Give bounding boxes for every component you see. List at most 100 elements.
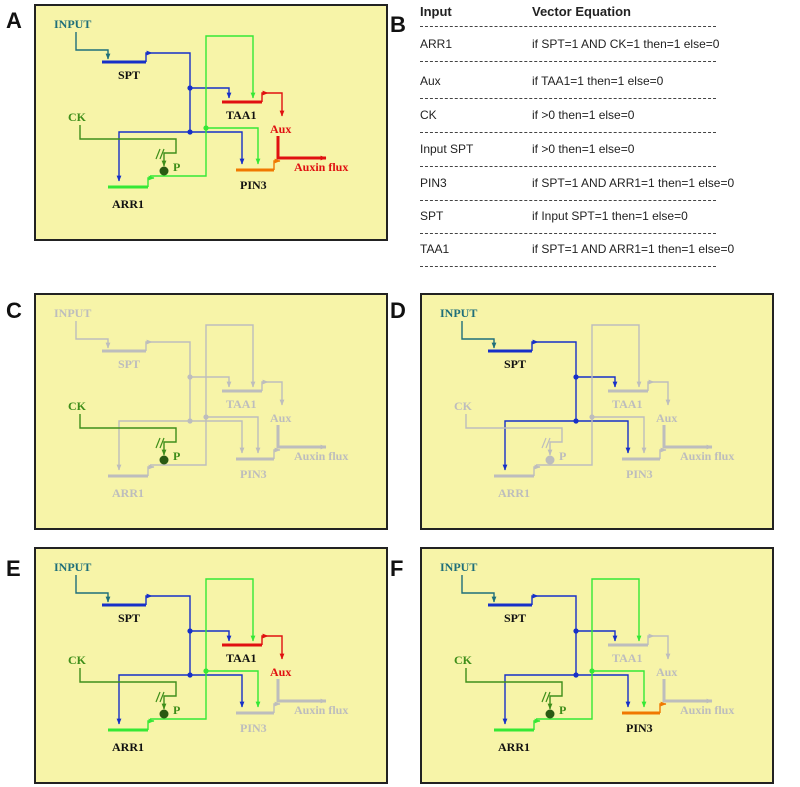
p-label: P [559, 703, 566, 717]
arr1-to-pin3 [206, 127, 261, 165]
panel-letter-e: E [6, 556, 21, 581]
spt-to-pin3 [190, 420, 245, 454]
spt-junction [573, 418, 579, 424]
promoter-arrow [147, 464, 155, 476]
arr1-to-taa1 [536, 578, 642, 720]
promoter-arrow [533, 464, 541, 476]
ck-link [79, 414, 177, 456]
arr1-label: ARR1 [498, 486, 530, 500]
pin3-label: PIN3 [240, 467, 267, 481]
pin3-label: PIN3 [240, 721, 267, 735]
table-rule [420, 200, 716, 201]
table-rule [420, 266, 716, 267]
arr1-to-taa1 [536, 324, 642, 466]
spt-junction [573, 374, 579, 380]
aux-label: Aux [270, 411, 291, 425]
arr1-junction [589, 668, 595, 674]
arr1-label: ARR1 [112, 486, 144, 500]
arr1-to-taa1 [150, 35, 256, 177]
table-row-input: Input SPT [420, 142, 474, 156]
promoter-arrow [147, 175, 155, 187]
pin3-label: PIN3 [626, 467, 653, 481]
spt-junction [187, 672, 193, 678]
ck-link [465, 668, 563, 710]
arr1-to-pin3 [206, 670, 261, 708]
spt-to-pin3 [190, 674, 245, 708]
panel-letter-a: A [6, 8, 22, 33]
table-row-input: ARR1 [420, 37, 453, 51]
table-rule [420, 166, 716, 167]
table-header-equation: Vector Equation [532, 4, 631, 19]
phospho-dot [159, 455, 169, 465]
taa1-label: TAA1 [226, 651, 256, 665]
panel-letter-d: D [390, 298, 406, 323]
promoter-arrow [659, 701, 667, 713]
promoter-arrow [145, 593, 153, 605]
phospho-mark [155, 148, 165, 160]
taa1-label: TAA1 [612, 397, 642, 411]
phospho-mark [541, 437, 551, 449]
auxin-flux-arrow [276, 136, 327, 161]
table-row-equation: if Input SPT=1 then=1 else=0 [532, 209, 688, 223]
input-label: INPUT [440, 560, 477, 574]
table-row-input: PIN3 [420, 176, 447, 190]
input-link [461, 575, 497, 603]
auxin-flux-arrow [662, 425, 713, 450]
table-rule [420, 233, 716, 234]
ck-label: CK [454, 653, 473, 667]
p-label: P [559, 449, 566, 463]
taa1-label: TAA1 [226, 108, 256, 122]
spt-junction [187, 85, 193, 91]
spt-to-arr1 [502, 631, 577, 725]
input-label: INPUT [440, 306, 477, 320]
auxin-flux-arrow [662, 679, 713, 704]
aux-label: Aux [656, 665, 677, 679]
table-row-equation: if SPT=1 AND ARR1=1 then=1 else=0 [532, 242, 735, 256]
promoter-arrow [145, 50, 153, 62]
promoter-arrow [647, 633, 655, 645]
spt-junction [187, 628, 193, 634]
table-row-input: TAA1 [420, 242, 450, 256]
spt-junction [573, 628, 579, 634]
spt-to-pin3 [576, 674, 631, 708]
promoter-arrow [659, 447, 667, 459]
promoter-arrow [261, 90, 269, 102]
arr1-label: ARR1 [112, 197, 144, 211]
taa1-to-aux [268, 381, 285, 406]
flux-label: Auxin flux [680, 449, 734, 463]
taa1-to-aux [654, 381, 671, 406]
promoter-arrow [647, 379, 655, 391]
table-row-input: Aux [420, 74, 441, 88]
arr1-junction [203, 414, 209, 420]
phospho-mark [155, 691, 165, 703]
promoter-arrow [273, 158, 281, 170]
arr1-junction [203, 668, 209, 674]
pin3-label: PIN3 [240, 178, 267, 192]
panel-letter-f: F [390, 556, 404, 581]
arr1-to-pin3 [592, 670, 647, 708]
taa1-label: TAA1 [612, 651, 642, 665]
auxin-flux-arrow [276, 679, 327, 704]
spt-label: SPT [118, 357, 140, 371]
input-label: INPUT [54, 560, 91, 574]
flux-label: Auxin flux [294, 449, 348, 463]
table-row-equation: if SPT=1 AND CK=1 then=1 else=0 [532, 37, 720, 51]
ck-label: CK [68, 110, 87, 124]
spt-junction [187, 374, 193, 380]
phospho-dot [545, 709, 555, 719]
table-row-input: SPT [420, 209, 444, 223]
pin3-label: PIN3 [626, 721, 653, 735]
phospho-dot [159, 166, 169, 176]
table-row-equation: if >0 then=1 else=0 [532, 142, 635, 156]
input-label: INPUT [54, 306, 91, 320]
input-link [75, 32, 111, 60]
aux-label: Aux [270, 122, 291, 136]
phospho-dot [545, 455, 555, 465]
spt-to-arr1 [502, 377, 577, 471]
table-rule [420, 98, 716, 99]
aux-label: Aux [270, 665, 291, 679]
spt-junction [573, 672, 579, 678]
